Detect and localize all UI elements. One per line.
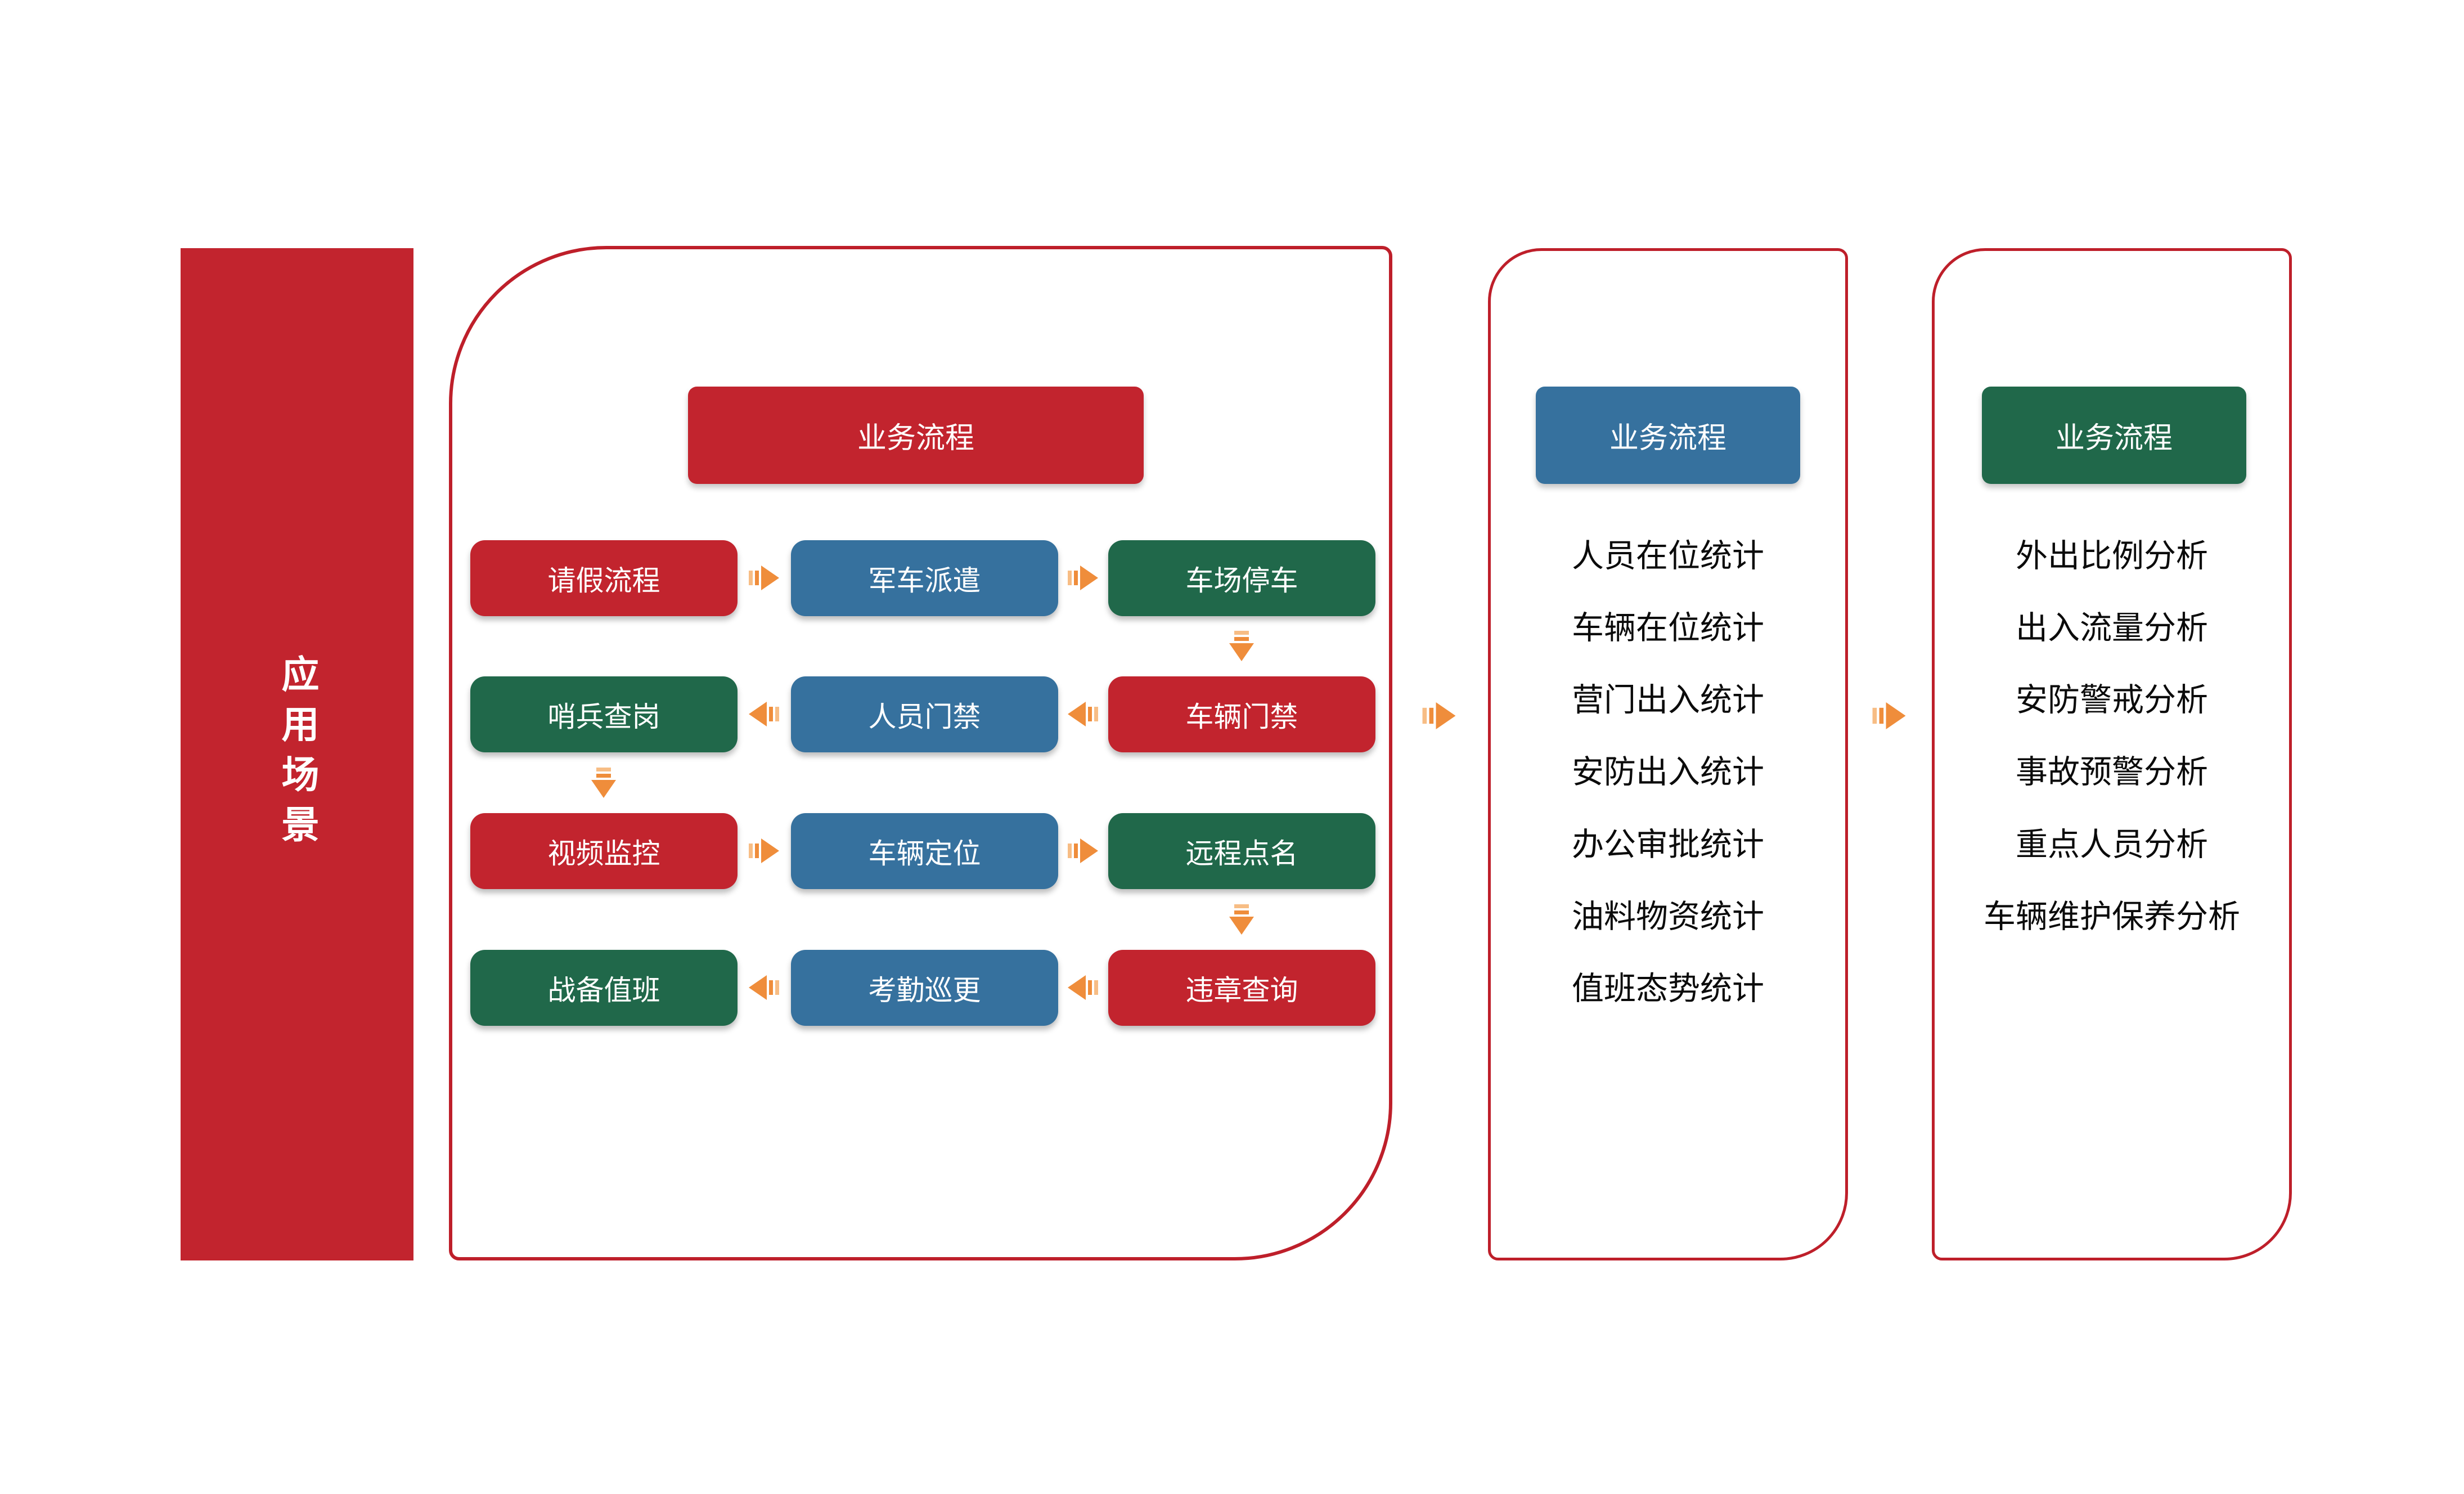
analysis-panel-header: 业务流程 bbox=[1982, 387, 2246, 484]
flow-box-row4-col1: 战备值班 bbox=[470, 950, 738, 1026]
stats-item: 值班态势统计 bbox=[1572, 971, 1764, 1007]
striped-arrow-left-icon bbox=[749, 702, 779, 726]
striped-arrow-left-icon bbox=[749, 975, 779, 1000]
flow-box-row2-col1: 哨兵查岗 bbox=[470, 676, 738, 752]
stats-panel-header-label: 业务流程 bbox=[1609, 422, 1726, 455]
panel-connector-arrow-icon bbox=[1422, 702, 1456, 729]
flow-box-row2-col3: 车辆门禁 bbox=[1108, 676, 1375, 752]
striped-arrow-left-icon bbox=[1068, 975, 1098, 1000]
flow-box-row3-col1: 视频监控 bbox=[470, 813, 738, 889]
application-scenario-label: 应用场景 bbox=[276, 654, 318, 855]
striped-arrow-right-icon bbox=[749, 838, 779, 863]
stats-item: 人员在位统计 bbox=[1572, 538, 1764, 574]
analysis-item: 车辆维护保养分析 bbox=[1984, 899, 2240, 935]
application-scenario-banner: 应用场景 bbox=[181, 248, 413, 1260]
analysis-item: 出入流量分析 bbox=[2016, 610, 2208, 646]
flow-panel-header: 业务流程 bbox=[688, 387, 1144, 484]
flow-box-row4-col2: 考勤巡更 bbox=[791, 950, 1058, 1026]
flow-box-row1-col3: 车场停车 bbox=[1108, 540, 1375, 616]
striped-arrow-left-icon bbox=[1068, 702, 1098, 726]
striped-arrow-down-icon bbox=[1229, 631, 1254, 661]
analysis-panel-header-label: 业务流程 bbox=[2055, 422, 2173, 455]
striped-arrow-down-icon bbox=[1229, 904, 1254, 935]
striped-arrow-right-icon bbox=[749, 566, 779, 590]
stats-panel-header: 业务流程 bbox=[1536, 387, 1800, 484]
stats-item: 安防出入统计 bbox=[1572, 754, 1764, 790]
panel-connector-arrow-icon bbox=[1872, 702, 1906, 729]
stats-item: 办公审批统计 bbox=[1572, 827, 1764, 863]
analysis-item: 重点人员分析 bbox=[2016, 827, 2208, 863]
flow-box-row2-col2: 人员门禁 bbox=[791, 676, 1058, 752]
flow-panel-header-label: 业务流程 bbox=[857, 422, 974, 455]
striped-arrow-right-icon bbox=[1068, 566, 1098, 590]
stats-item: 车辆在位统计 bbox=[1572, 610, 1764, 646]
stats-item: 油料物资统计 bbox=[1572, 899, 1764, 935]
striped-arrow-right-icon bbox=[1068, 838, 1098, 863]
analysis-item: 外出比例分析 bbox=[2016, 538, 2208, 574]
flow-box-row3-col2: 车辆定位 bbox=[791, 813, 1058, 889]
analysis-item: 安防警戒分析 bbox=[2016, 682, 2208, 718]
flow-box-row1-col2: 军车派遣 bbox=[791, 540, 1058, 616]
flow-box-row1-col1: 请假流程 bbox=[470, 540, 738, 616]
stats-item: 营门出入统计 bbox=[1572, 682, 1764, 718]
flow-box-row4-col3: 违章查询 bbox=[1108, 950, 1375, 1026]
striped-arrow-down-icon bbox=[591, 768, 616, 798]
analysis-item: 事故预警分析 bbox=[2016, 754, 2208, 790]
flow-box-row3-col3: 远程点名 bbox=[1108, 813, 1375, 889]
